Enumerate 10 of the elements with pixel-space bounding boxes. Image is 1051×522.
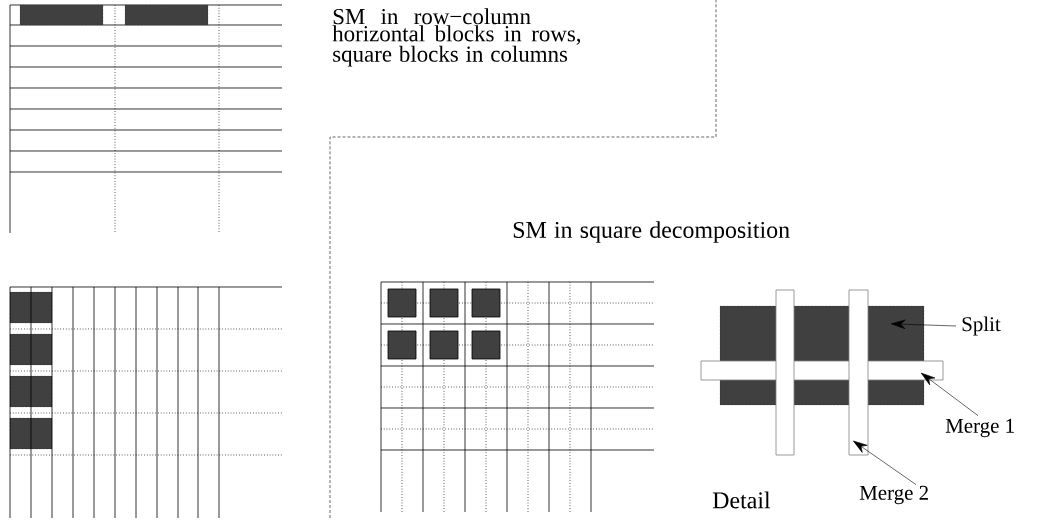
callout-label: Split [962, 316, 1001, 336]
caption-text: Detail [712, 491, 771, 509]
arrow [920, 372, 979, 416]
caption-text: SM in square decomposition [513, 221, 790, 243]
strip [848, 289, 869, 456]
arrow [890, 319, 957, 329]
callout-label: Merge 1 [945, 418, 1014, 438]
caption-text: SM in row−column horizontal blocks in rows, square blocks in columns [332, 8, 581, 67]
callout-label: Merge 2 [859, 485, 928, 505]
arrow [853, 440, 917, 485]
